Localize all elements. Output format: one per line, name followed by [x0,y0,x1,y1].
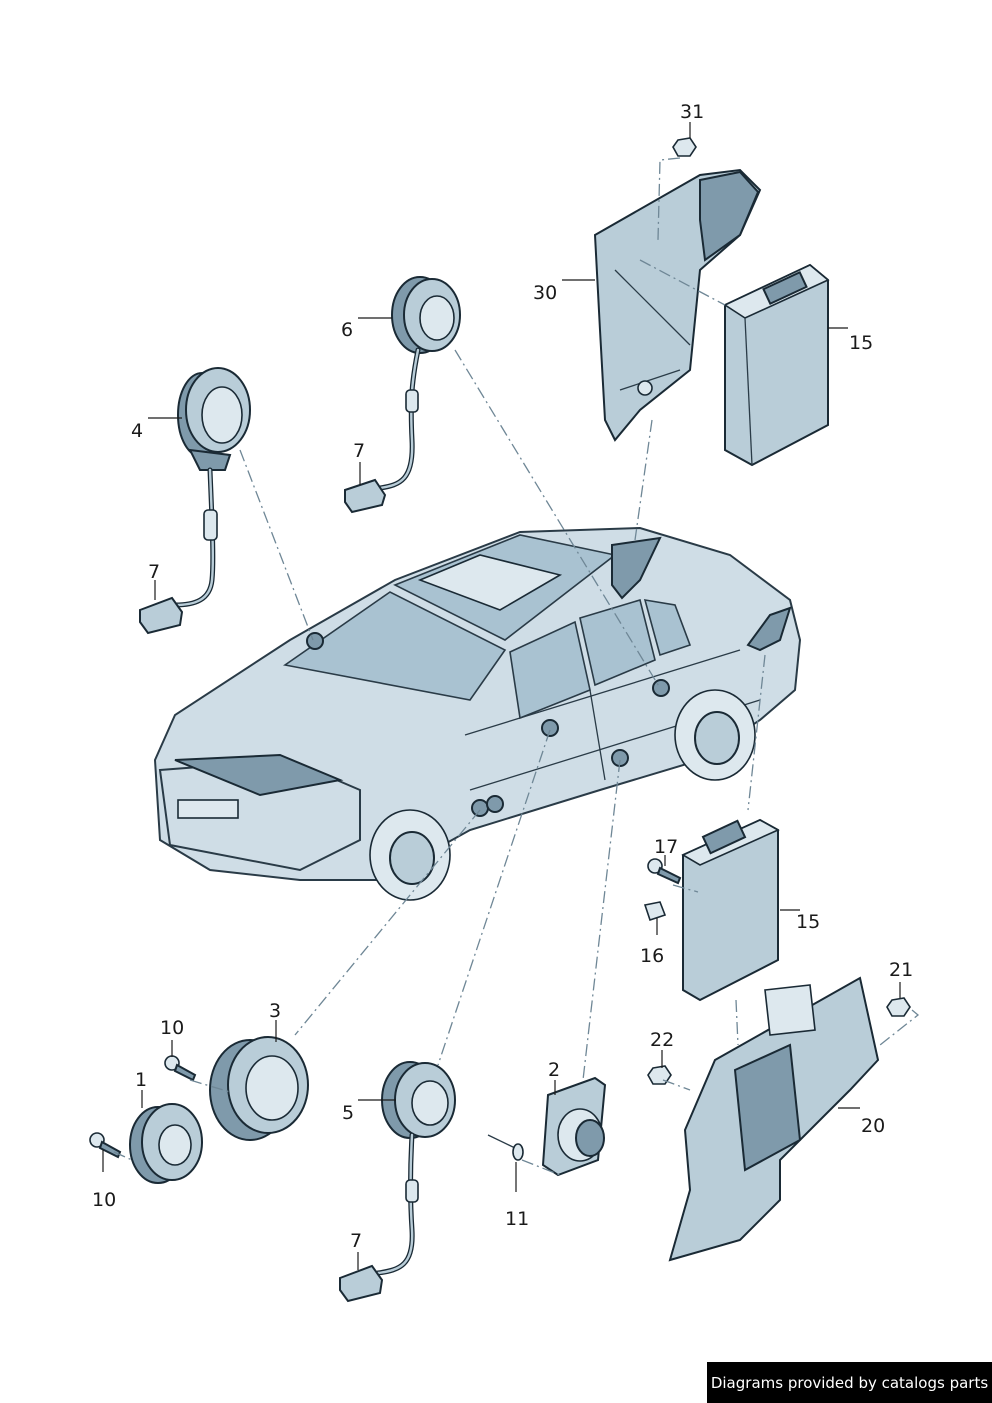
bracket-part-20 [668,976,880,1262]
callout-10-b: 10 [92,1189,116,1211]
callout-2: 2 [548,1059,560,1081]
rear-quarter-panel [746,606,792,652]
screw-part-10-b [89,1132,122,1159]
callout-7-a: 7 [353,440,365,462]
speaker-part-4 [139,367,251,635]
callout-3: 3 [269,1000,281,1022]
control-unit-part-15-top [723,263,830,467]
callout-labels: 31 30 15 6 7 4 7 17 15 16 21 10 3 22 1 2… [92,101,913,1252]
assembly-lines [113,157,920,1176]
callout-16: 16 [640,945,664,967]
mount-point [306,632,324,650]
callout-20: 20 [861,1115,885,1137]
control-unit-part-15-mid [681,818,780,1002]
sunroof [417,554,563,611]
screw-part-10-a [164,1055,197,1082]
callout-6: 6 [341,319,353,341]
mount-point [486,795,504,813]
speaker-part-2 [541,1076,607,1177]
speaker-part-6 [344,276,461,514]
callout-4: 4 [131,420,143,442]
callout-15-top: 15 [849,332,873,354]
mount-point [541,719,559,737]
nut-part-31 [672,137,697,157]
callout-11: 11 [505,1208,529,1230]
nut-part-22 [647,1065,672,1085]
callout-30: 30 [533,282,557,304]
speaker-part-1 [129,1103,203,1184]
callout-leaders [102,122,901,1270]
nut-part-21 [886,997,911,1017]
callout-17: 17 [654,836,678,858]
rivet-part-11 [487,1134,524,1161]
callout-5: 5 [342,1102,354,1124]
screw-part-17 [647,858,682,885]
credit-banner: Diagrams provided by catalogs parts [707,1362,992,1403]
rear-pillar-panel [611,536,662,600]
callout-31: 31 [680,101,704,123]
speaker-part-5 [339,1061,456,1303]
windshield [282,591,507,701]
quarter-window [643,599,692,657]
callout-15-mid: 15 [796,911,820,933]
mount-point [652,679,670,697]
callout-10-a: 10 [160,1017,184,1039]
grille [174,753,344,797]
callout-21: 21 [889,959,913,981]
rear-side-window [579,598,656,687]
license-plate [177,799,239,819]
callout-1: 1 [135,1069,147,1091]
speaker-part-3 [209,1036,309,1141]
mount-point [471,799,489,817]
clip-part-16 [643,901,667,922]
callout-7-c: 7 [350,1230,362,1252]
bracket-part-30 [593,168,762,442]
callout-7-b: 7 [148,561,160,583]
car-illustration [153,526,802,901]
callout-22: 22 [650,1029,674,1051]
mount-point [611,749,629,767]
